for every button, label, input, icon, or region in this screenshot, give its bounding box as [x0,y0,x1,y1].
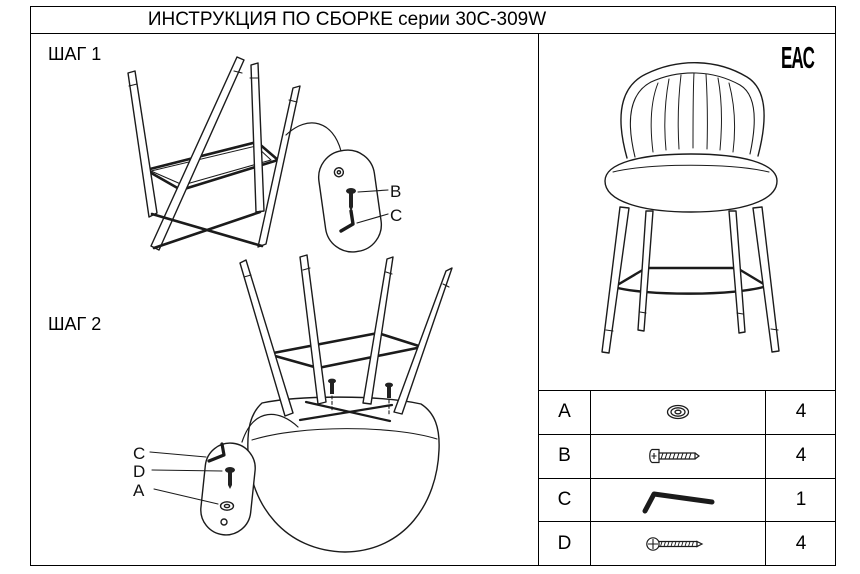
part-row-b: B 4 [539,434,836,479]
washer-icon [591,391,766,434]
allen-key-icon [591,478,766,522]
part-letter: C [539,478,591,522]
part-qty: 4 [795,401,807,423]
step2-callout-label-c: C [133,444,145,463]
insert-screw-1 [328,378,336,413]
step1-callout [317,149,389,253]
right-panel: A 4 B [538,34,836,566]
eac-text: EAC [781,41,815,76]
backrest-channels [650,72,736,153]
part-row-c: C 1 [539,478,836,523]
eac-mark: EAC [781,41,817,77]
part-qty: 4 [795,445,807,467]
part-letter: D [539,522,591,566]
parts-table: A 4 B [539,390,836,566]
assembly-steps-illustration: B C [127,56,453,553]
part-row-a: A 4 [539,391,836,435]
part-row-d: D 4 [539,522,836,566]
step1-callout-label-b: B [390,182,401,201]
footrest-ring [612,266,769,295]
screw-b-glyph [346,188,356,211]
part-letter: B [539,434,591,478]
pan-head-screw-icon [591,434,766,478]
part-letter: A [539,391,591,434]
screw-d-glyph [225,467,235,489]
allen-key-glyph [339,209,355,233]
insert-screw-2 [385,382,393,417]
step2-callout-label-a: A [133,481,145,500]
page-border [30,6,836,566]
assembled-stool-illustration [601,62,780,354]
page-title: ИНСТРУКЦИЯ ПО СБОРКЕ серии 30C-309W [30,6,836,34]
step1-frame-drawing [127,56,342,251]
seat-cushion [604,153,778,213]
part-qty: 4 [795,533,807,555]
step1-heading: ШАГ 1 [48,44,102,64]
washer-glyph [219,501,235,511]
machine-screw-icon [591,522,766,566]
step2-heading: ШАГ 2 [48,314,102,334]
part-qty: 1 [795,488,807,510]
step2-callout-label-d: D [133,462,145,481]
step2-callout [149,442,256,536]
step1-callout-label-c: C [390,206,402,225]
allen-key-glyph [207,442,226,463]
step2-seat-drawing [239,254,453,553]
